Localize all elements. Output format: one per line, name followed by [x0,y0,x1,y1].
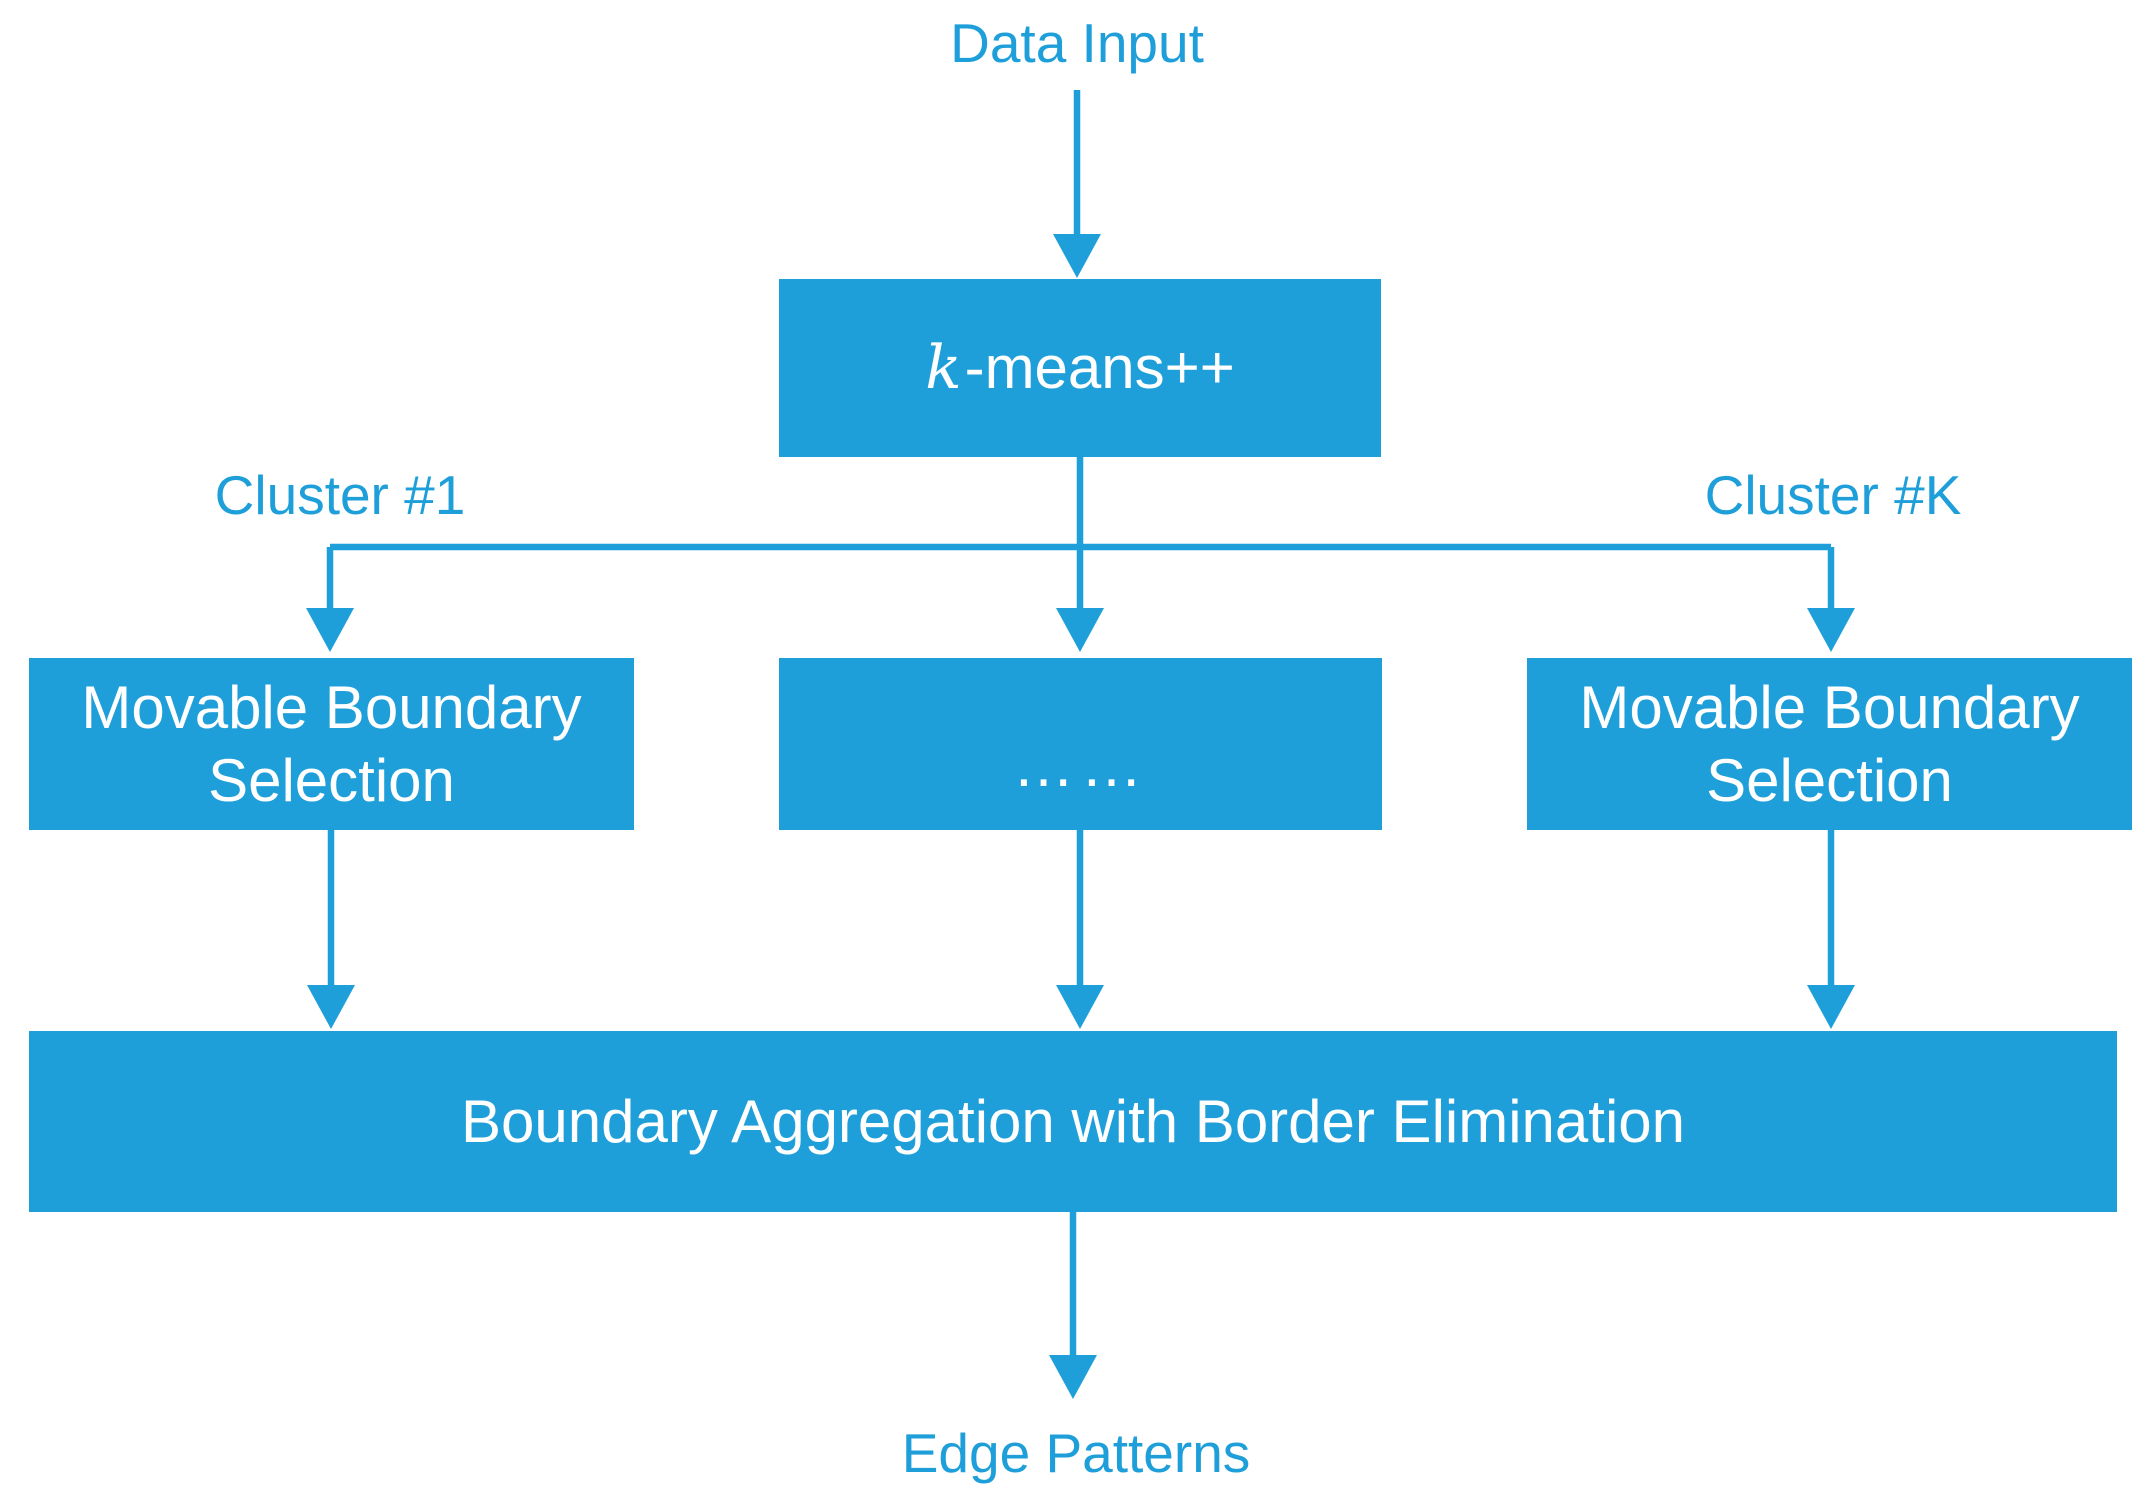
arrow-aggregation-to-edge-patterns [1049,1212,1097,1399]
edge-patterns-label: Edge Patterns [901,1422,1251,1484]
movable-boundary-right-box: Movable Boundary Selection [1527,658,2132,830]
aggregation-box: Boundary Aggregation with Border Elimina… [29,1031,2117,1212]
kmeans-label: k-means++ [925,331,1235,405]
arrow-kmeans-to-ellipsis [1056,457,1104,652]
movable-boundary-left-box: Movable Boundary Selection [29,658,634,830]
aggregation-label: Boundary Aggregation with Border Elimina… [460,1087,1686,1155]
arrow-mbs-right-to-aggregation [1807,830,1855,1029]
cluster-1-label: Cluster #1 [214,464,466,526]
kmeans-k-italic: k [925,332,962,403]
kmeans-suffix: -means++ [964,333,1235,401]
arrow-branch-to-mbs-left [306,547,354,652]
cluster-k-label: Cluster #K [1704,464,1962,526]
movable-boundary-right-label: Movable Boundary Selection [1579,673,2080,814]
data-input-label: Data Input [950,12,1204,74]
movable-boundary-left-label: Movable Boundary Selection [81,673,582,814]
arrow-mbs-left-to-aggregation [307,830,355,1029]
arrow-branch-to-mbs-right [1807,547,1855,652]
arrow-data-input-to-kmeans [1053,90,1101,278]
kmeans-box: k-means++ [779,279,1381,457]
ellipsis-label: …… [1012,731,1149,801]
arrow-ellipsis-to-aggregation [1056,830,1104,1029]
ellipsis-box: …… [779,658,1382,830]
